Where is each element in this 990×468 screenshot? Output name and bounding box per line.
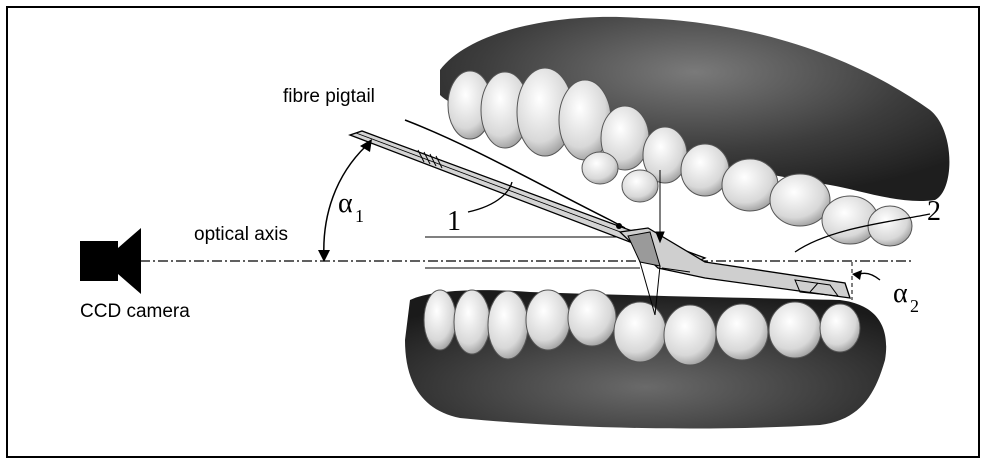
optical-axis-label: optical axis bbox=[194, 224, 288, 245]
fibre-tip bbox=[616, 223, 622, 229]
fibre-pigtail-label: fibre pigtail bbox=[283, 86, 375, 107]
alpha1-symbol: α bbox=[338, 188, 353, 219]
part-2-label: 2 bbox=[927, 196, 941, 227]
alpha2-arrowhead bbox=[852, 270, 862, 280]
part-1-label: 1 bbox=[447, 206, 461, 237]
alpha1-arrowhead-bottom bbox=[318, 250, 330, 262]
ccd-camera-icon bbox=[80, 228, 141, 294]
ccd-camera-label: CCD camera bbox=[80, 301, 190, 322]
alpha2-subscript: 2 bbox=[910, 296, 919, 316]
alpha1-subscript: 1 bbox=[355, 206, 364, 226]
alpha2-symbol: α bbox=[893, 278, 908, 309]
